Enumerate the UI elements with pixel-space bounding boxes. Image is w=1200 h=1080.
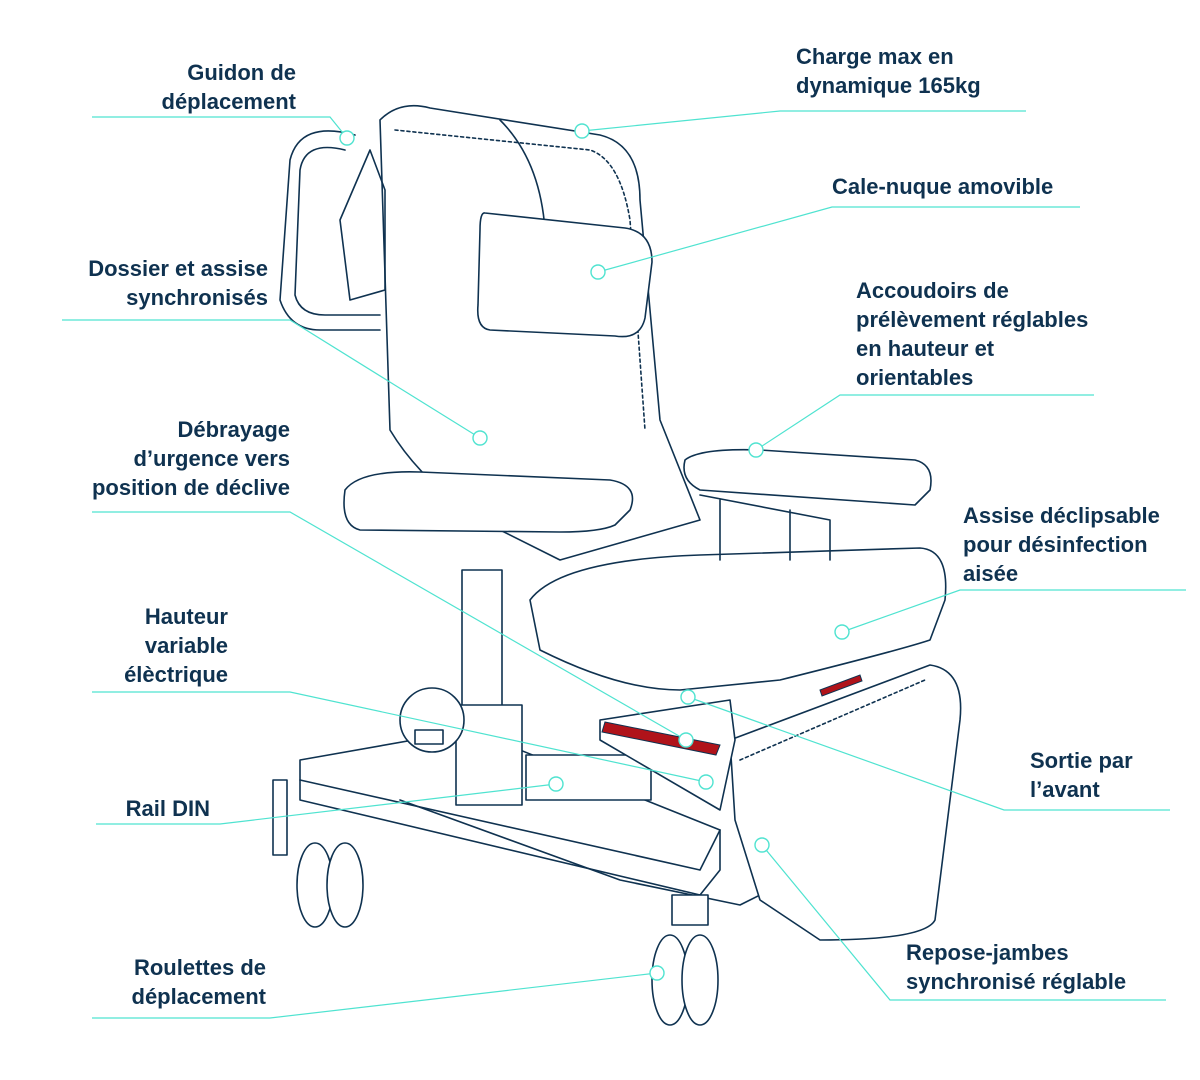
label-line: élèctrique [124, 662, 228, 687]
label-cale-nuque: Cale-nuque amovible [832, 172, 1053, 201]
label-line: l’avant [1030, 777, 1100, 802]
label-line: Guidon de [187, 60, 296, 85]
chair-drawing [272, 104, 962, 1026]
label-line: Sortie par [1030, 748, 1133, 773]
label-line: Roulettes de [133, 955, 266, 980]
label-line: pour désinfection [963, 532, 1148, 557]
label-dossier: Dossier et assise synchronisés [88, 254, 268, 312]
label-line: Débrayage [177, 417, 290, 442]
label-line: Charge max en [796, 44, 954, 69]
label-line: position de déclive [91, 475, 290, 500]
label-line: Rail DIN [125, 796, 210, 821]
push-handle [279, 130, 381, 331]
label-line: déplacement [161, 89, 297, 114]
label-charge-max: Charge max en dynamique 165kg [796, 42, 981, 100]
label-line: d’urgence vers [133, 446, 290, 471]
label-line: déplacement [131, 984, 267, 1009]
label-hauteur: Hauteur variable élèctrique [124, 602, 228, 689]
label-rail-din: Rail DIN [126, 794, 210, 823]
label-line: prélèvement réglables [856, 307, 1089, 332]
label-line: aisée [963, 561, 1019, 586]
label-line: orientables [856, 365, 974, 390]
label-repose-jambes: Repose-jambes synchronisé réglable [906, 938, 1126, 996]
label-line: Dossier et assise [88, 256, 268, 281]
label-debrayage: Débrayage d’urgence vers position de déc… [92, 415, 290, 502]
label-line: Cale-nuque amovible [832, 174, 1054, 199]
label-guidon: Guidon de déplacement [162, 58, 297, 116]
seat-cushion [529, 547, 947, 691]
label-line: Hauteur [144, 604, 228, 629]
callout-dots [339, 123, 850, 981]
label-line: synchronisés [126, 285, 268, 310]
label-line: Assise déclipsable [963, 503, 1160, 528]
label-sortie: Sortie par l’avant [1030, 746, 1133, 804]
label-line: variable [144, 633, 228, 658]
lift-column [461, 569, 503, 711]
left-armrest [343, 471, 634, 533]
label-assise: Assise déclipsable pour désinfection ais… [963, 501, 1160, 588]
label-line: dynamique 165kg [796, 73, 981, 98]
right-armrest [683, 448, 932, 506]
leader-lines [62, 110, 1186, 1019]
label-line: Repose-jambes [906, 940, 1069, 965]
label-roulettes: Roulettes de déplacement [132, 953, 267, 1011]
label-accoudoirs: Accoudoirs de prélèvement réglables en h… [856, 276, 1088, 392]
label-line: Accoudoirs de [856, 278, 1009, 303]
legrest [729, 664, 962, 941]
label-line: en hauteur et [856, 336, 995, 361]
caster-wheels [272, 779, 719, 1026]
label-line: synchronisé réglable [906, 969, 1127, 994]
headrest-cushion [476, 212, 653, 338]
